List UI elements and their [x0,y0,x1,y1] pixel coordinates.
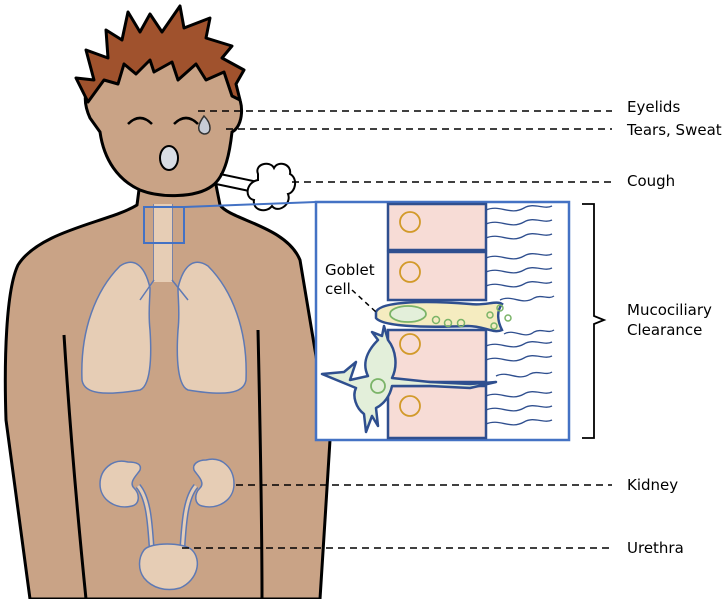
mouth [160,146,178,170]
mucociliary-label-line1: Mucociliary [627,301,712,319]
goblet-nucleus [390,306,426,322]
epithelial-cell [388,252,486,300]
cough-label: Cough [627,172,675,190]
dendritic-nucleus [371,379,385,393]
cough-line-1 [220,174,258,182]
goblet-cell-label-line2: cell [325,280,351,298]
eyelids-label: Eyelids [627,98,680,116]
epithelial-cell [388,204,486,250]
mucociliary-label-line2: Clearance [627,321,702,339]
goblet-cell-label-line1: Goblet [325,261,375,279]
tears-sweat-label: Tears, Sweat [627,121,722,139]
urethra-label: Urethra [627,539,684,557]
kidney-label: Kidney [627,476,678,494]
bladder [140,544,198,590]
mucociliary-bracket [582,204,604,438]
